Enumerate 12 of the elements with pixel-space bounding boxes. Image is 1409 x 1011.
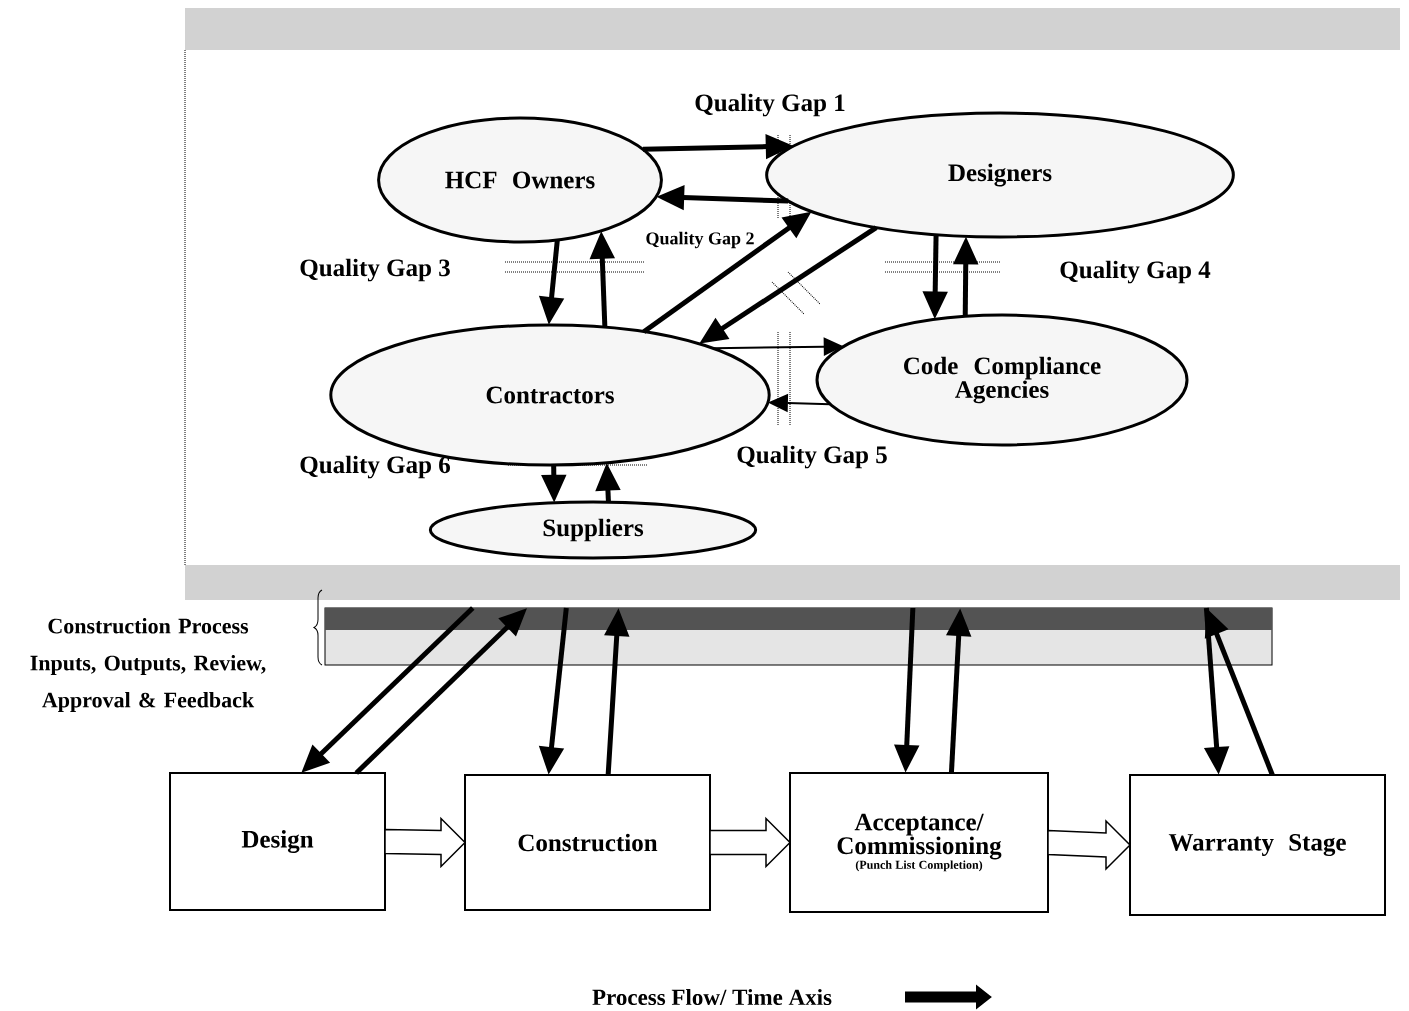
gap-label: Process Flow/ Time Axis [592, 988, 832, 1006]
process-box: Design [169, 772, 386, 911]
process-bar [324, 607, 1273, 666]
block-arrow [709, 816, 792, 869]
gap-label: Quality Gap 3 [300, 258, 450, 282]
block-arrow [384, 816, 467, 869]
process-box: Acceptance/ Commissioning (Punch List Completion) [789, 772, 1049, 913]
side-label: Construction Process Inputs, Outputs, Review, Approval & Feedback [30, 618, 266, 712]
block-arrow [1047, 819, 1132, 871]
gap-label: Quality Gap 4 [1060, 260, 1211, 284]
process-box: Warranty Stage [1129, 774, 1386, 916]
process-box: Construction [464, 774, 711, 911]
